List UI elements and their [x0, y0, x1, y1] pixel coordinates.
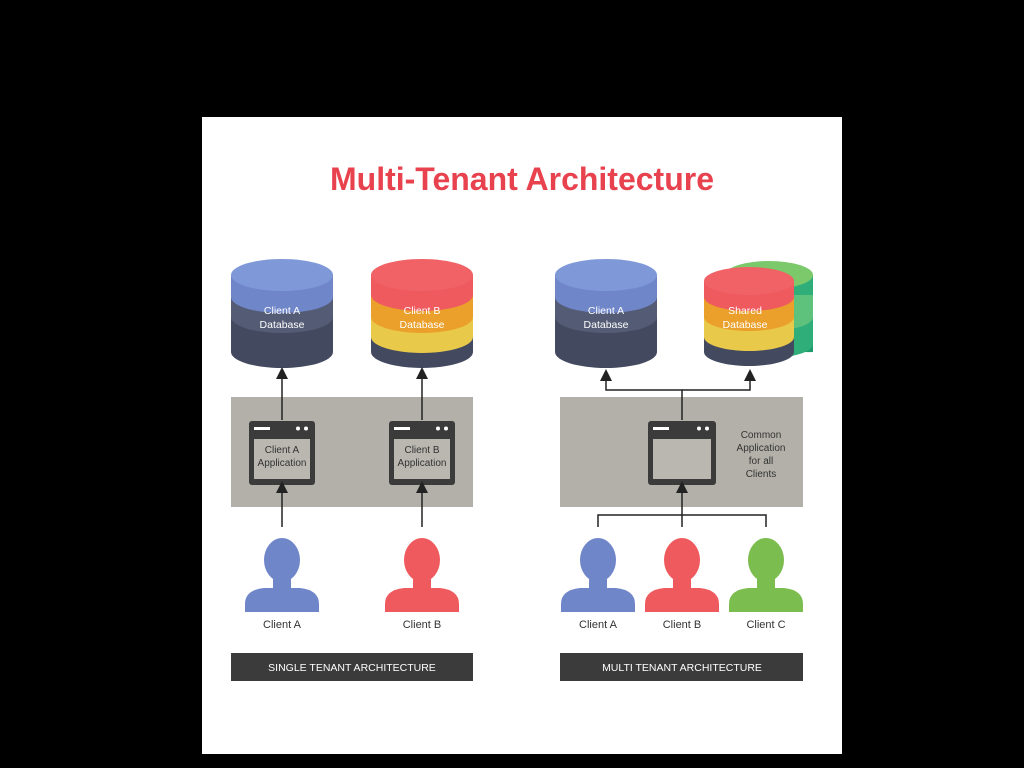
client-label: Client B [663, 619, 702, 631]
database-client-a-multi: Client A Database [555, 259, 657, 368]
application-note: Clients [746, 469, 777, 480]
application-note: for all [749, 456, 773, 467]
application-window-common [648, 421, 716, 485]
application-label: Application [258, 458, 307, 469]
database-client-a-single: Client A Database [231, 259, 333, 368]
clients-connector-line [597, 514, 767, 527]
client-label: Client A [263, 619, 302, 631]
database-label: Shared [728, 305, 762, 317]
database-label: Database [584, 319, 629, 331]
application-label: Client B [404, 445, 439, 456]
database-client-b-single: Client B Database [371, 259, 473, 368]
database-label: Database [400, 319, 445, 331]
client-label: Client A [579, 619, 618, 631]
application-window-client-a: Client A Application [249, 421, 315, 485]
person-icon-client-a [561, 538, 635, 612]
arrow-app-to-shared-db [682, 369, 756, 391]
database-label: Database [723, 319, 768, 331]
diagram-card: Multi-Tenant Architecture Client A Datab… [202, 117, 842, 754]
banner-label: SINGLE TENANT ARCHITECTURE [268, 662, 436, 674]
person-icon-client-b [645, 538, 719, 612]
architecture-diagram: Multi-Tenant Architecture Client A Datab… [231, 161, 813, 681]
arrow-app-to-db [600, 369, 683, 420]
client-label: Client C [746, 619, 785, 631]
application-label: Client A [265, 445, 300, 456]
database-label: Database [260, 319, 305, 331]
page-title: Multi-Tenant Architecture [330, 161, 714, 197]
person-icon-client-b [385, 538, 459, 612]
multi-tenant-section: Client A Database Shared Database [555, 259, 813, 681]
database-label: Client B [404, 305, 441, 317]
person-icon-client-a [245, 538, 319, 612]
database-shared: Shared Database [704, 261, 813, 366]
database-label: Client A [264, 305, 300, 317]
application-note: Common [741, 430, 782, 441]
database-label: Client A [588, 305, 624, 317]
single-tenant-section: Client A Database Client B Database [231, 259, 473, 681]
banner-label: MULTI TENANT ARCHITECTURE [602, 662, 762, 674]
application-label: Application [398, 458, 447, 469]
client-label: Client B [403, 619, 442, 631]
application-window-client-b: Client B Application [389, 421, 455, 485]
banner-multi-tenant [560, 653, 803, 681]
banner-single-tenant [231, 653, 473, 681]
person-icon-client-c [729, 538, 803, 612]
application-note: Application [737, 443, 786, 454]
